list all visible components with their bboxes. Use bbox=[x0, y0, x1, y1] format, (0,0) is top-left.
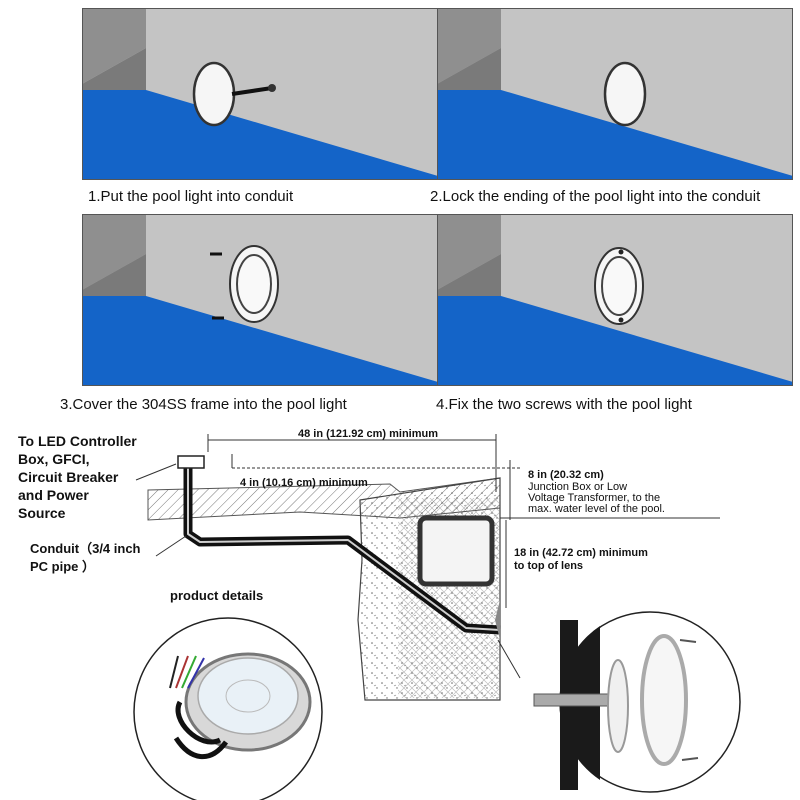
dimension-4-label: 4 in (10.16 cm) minimum bbox=[240, 477, 368, 489]
ss-frame bbox=[640, 634, 688, 766]
dimension-18-label: 18 in (42.72 cm) minimum to top of lens bbox=[514, 547, 648, 572]
step-4-caption: 4.Fix the two screws with the pool light bbox=[436, 396, 692, 413]
step-3-illustration bbox=[82, 214, 438, 386]
light-ring bbox=[607, 659, 629, 753]
dimension-8-label: 8 in (20.32 cm) bbox=[528, 469, 604, 481]
source-label: To LED Controller Box, GFCI, Circuit Bre… bbox=[18, 433, 137, 521]
step-2-caption: 2.Lock the ending of the pool light into… bbox=[430, 188, 761, 205]
conduit-label: Conduit（3/4 inch PC pipe ） bbox=[30, 541, 141, 574]
light-cable bbox=[173, 700, 229, 760]
conduit-stub bbox=[533, 693, 609, 707]
step-2-panel bbox=[437, 8, 793, 180]
step-1-caption: 1.Put the pool light into conduit bbox=[88, 188, 294, 205]
light-lens bbox=[197, 657, 299, 735]
junction-box-outline bbox=[417, 515, 495, 587]
junction-note: Junction Box or Low Voltage Transformer,… bbox=[528, 481, 665, 515]
source-box bbox=[177, 455, 205, 469]
dimension-48-label: 48 in (121.92 cm) minimum bbox=[298, 428, 438, 440]
installation-diagram bbox=[133, 434, 741, 800]
step-2-illustration bbox=[437, 8, 793, 180]
step-4-panel bbox=[437, 214, 793, 386]
wire-leads bbox=[169, 655, 205, 689]
step-3-panel bbox=[82, 214, 438, 386]
step-4-illustration bbox=[437, 214, 793, 386]
step-1-panel bbox=[82, 8, 438, 180]
product-details-title: product details bbox=[170, 588, 264, 603]
step-3-caption: 3.Cover the 304SS frame into the pool li… bbox=[60, 396, 347, 413]
step-1-illustration bbox=[82, 8, 438, 180]
